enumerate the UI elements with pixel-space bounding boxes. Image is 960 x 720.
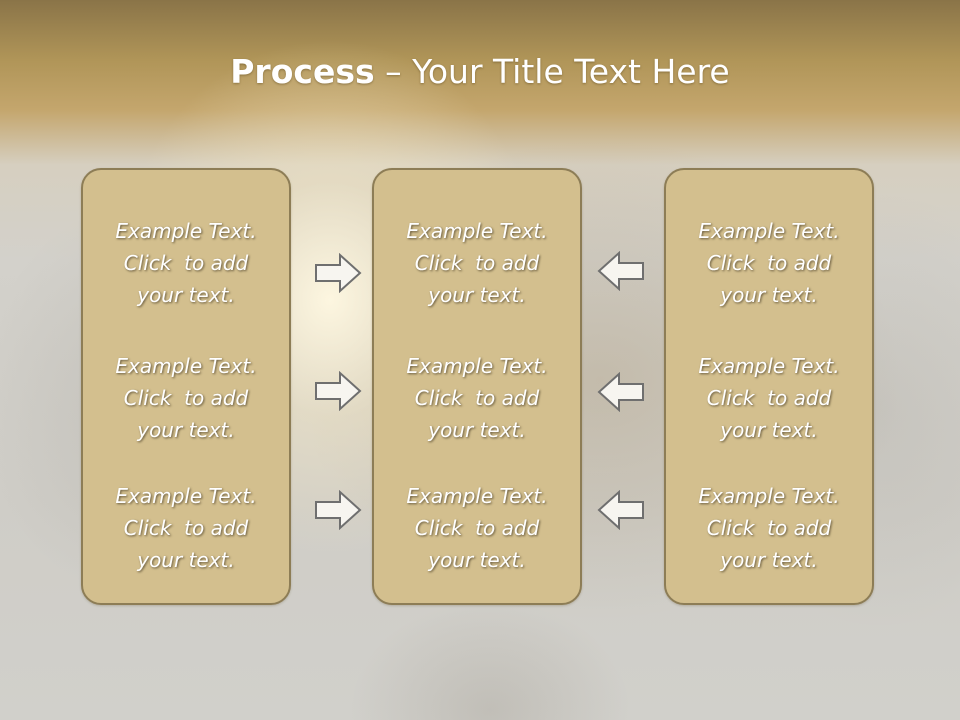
entry-line: your text.	[428, 418, 526, 442]
slide-title[interactable]: Process – Your Title Text Here	[0, 52, 960, 91]
entry-line: Click to add	[414, 516, 540, 540]
entry-line: Example Text.	[406, 354, 548, 378]
right-text-box[interactable]: Example Text. Click to add your text. Ex…	[664, 168, 874, 605]
text-entry[interactable]: Example Text. Click to add your text.	[374, 215, 580, 311]
right-arrow-icon	[315, 490, 362, 530]
text-entry[interactable]: Example Text. Click to add your text.	[666, 350, 872, 446]
text-entry[interactable]: Example Text. Click to add your text.	[83, 350, 289, 446]
entry-line: Example Text.	[698, 354, 840, 378]
entry-line: Click to add	[414, 386, 540, 410]
entry-line: Click to add	[123, 516, 249, 540]
text-entry[interactable]: Example Text. Click to add your text.	[374, 480, 580, 576]
text-entry[interactable]: Example Text. Click to add your text.	[666, 215, 872, 311]
entry-line: your text.	[428, 283, 526, 307]
left-arrow-icon	[597, 251, 644, 291]
left-arrow-icon	[597, 372, 644, 412]
entry-line: Example Text.	[115, 354, 257, 378]
entry-line: Click to add	[414, 251, 540, 275]
entry-line: your text.	[720, 418, 818, 442]
entry-line: Example Text.	[406, 484, 548, 508]
center-text-box[interactable]: Example Text. Click to add your text. Ex…	[372, 168, 582, 605]
entry-line: Example Text.	[698, 484, 840, 508]
left-arrow-icon	[597, 490, 644, 530]
entry-line: your text.	[428, 548, 526, 572]
entry-line: your text.	[720, 283, 818, 307]
text-entry[interactable]: Example Text. Click to add your text.	[666, 480, 872, 576]
entry-line: Click to add	[706, 251, 832, 275]
entry-line: your text.	[720, 548, 818, 572]
right-arrow-icon	[315, 371, 362, 411]
left-text-box[interactable]: Example Text. Click to add your text. Ex…	[81, 168, 291, 605]
title-bold: Process	[230, 52, 375, 91]
text-entry[interactable]: Example Text. Click to add your text.	[374, 350, 580, 446]
right-arrow-icon	[315, 253, 362, 293]
entry-line: Example Text.	[406, 219, 548, 243]
entry-line: Click to add	[706, 386, 832, 410]
entry-line: Example Text.	[115, 219, 257, 243]
text-entry[interactable]: Example Text. Click to add your text.	[83, 215, 289, 311]
entry-line: Example Text.	[698, 219, 840, 243]
entry-line: Example Text.	[115, 484, 257, 508]
entry-line: Click to add	[123, 251, 249, 275]
entry-line: your text.	[137, 283, 235, 307]
text-entry[interactable]: Example Text. Click to add your text.	[83, 480, 289, 576]
title-rest: – Your Title Text Here	[374, 52, 730, 91]
entry-line: Click to add	[123, 386, 249, 410]
entry-line: your text.	[137, 548, 235, 572]
entry-line: Click to add	[706, 516, 832, 540]
entry-line: your text.	[137, 418, 235, 442]
